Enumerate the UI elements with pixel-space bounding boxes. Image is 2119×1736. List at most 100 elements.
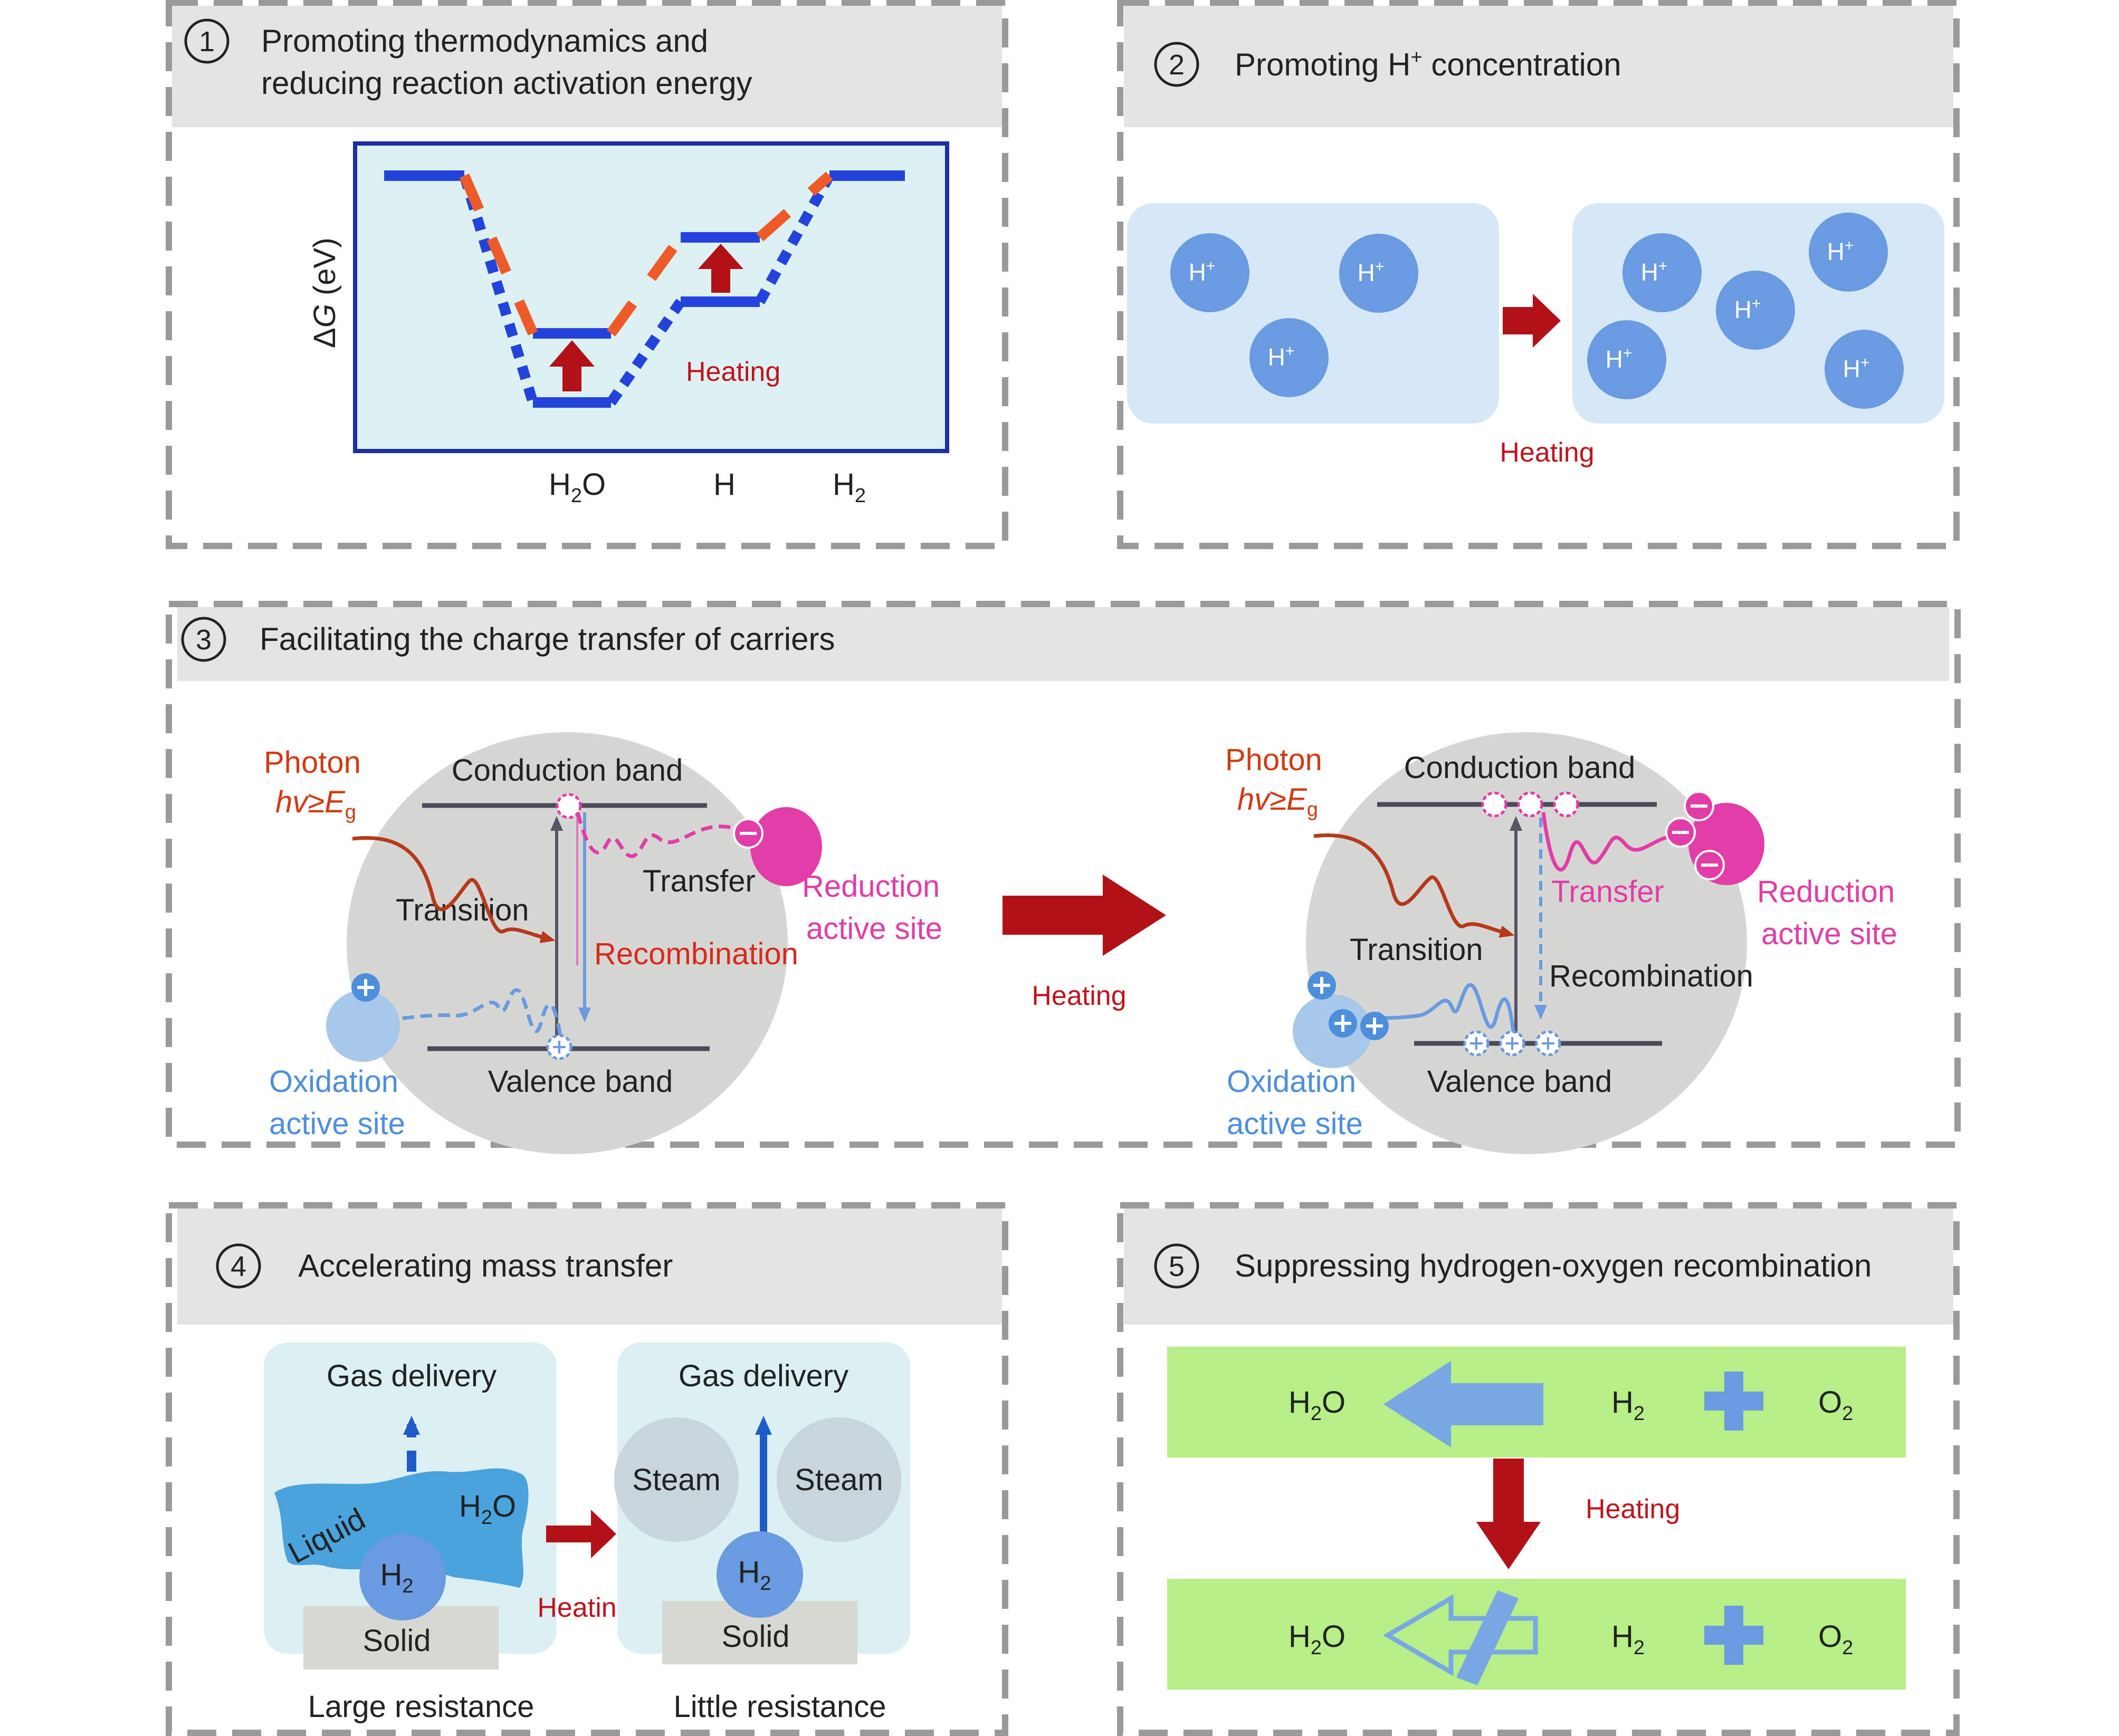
gas-delivery-label: Gas delivery: [327, 1359, 497, 1393]
panel-4-header: [177, 1209, 1002, 1325]
panel-1-title-line1: Promoting thermodynamics and: [261, 23, 708, 59]
panel-2-number: 2: [1169, 49, 1185, 81]
reduction-site-label-line1: Reduction: [802, 869, 940, 904]
panel-3-title: Facilitating the charge transfer of carr…: [260, 621, 835, 657]
h-ion: H+: [1809, 213, 1888, 292]
heating-right-arrow-icon: [546, 1510, 616, 1558]
transfer-label: Transfer: [643, 864, 756, 898]
solid-label: Solid: [722, 1619, 790, 1654]
heating-up-arrow-icon: [698, 244, 743, 293]
panel-1-border: [166, 0, 1008, 549]
semiconductor-before-heating: Conduction band Valence band Transition …: [264, 732, 942, 1154]
o2-label: O2: [1818, 1619, 1853, 1659]
energy-path-uncatalyzed: [459, 173, 834, 406]
energy-levels: [384, 170, 905, 408]
svg-text:H+: H+: [1843, 354, 1870, 382]
recombination-label: Recombination: [594, 937, 798, 971]
panel-5-border: [1117, 1202, 1960, 1736]
panel-3-number-circle: [181, 617, 226, 662]
panel-5-number: 5: [1169, 1251, 1185, 1282]
panel-5-title: Suppressing hydrogen-oxygen recombinatio…: [1235, 1248, 1872, 1283]
heating-right-arrow-icon: [1503, 294, 1561, 348]
oxidation-site-label-line1: Oxidation: [1227, 1064, 1356, 1099]
reverse-reaction-arrow-icon: [1383, 1361, 1543, 1447]
steam-bubble: [614, 1417, 739, 1542]
h2-bubble: [359, 1534, 446, 1620]
panel-3-charge-transfer: 3 Facilitating the charge transfer of ca…: [166, 601, 1961, 1154]
oxidation-site-label-line1: Oxidation: [269, 1064, 398, 1099]
panel-1-thermodynamics: 1 Promoting thermodynamics and reducing …: [166, 0, 1008, 549]
panel-3-header: [177, 607, 1949, 681]
panel-4-mass-transfer: 4 Accelerating mass transfer Gas deliver…: [166, 1202, 1008, 1736]
energy-diagram-box: [353, 141, 949, 453]
o2-label: O2: [1818, 1385, 1853, 1425]
water-label: H2O: [1288, 1385, 1345, 1425]
conduction-band-label: Conduction band: [1404, 751, 1636, 785]
electron-charge-icon: [1684, 791, 1714, 821]
steam-label: Steam: [632, 1463, 721, 1497]
h-ion: H+: [1622, 233, 1702, 312]
svg-text:H+: H+: [1827, 237, 1854, 265]
photon-wave-arrow: [352, 836, 556, 944]
photon-energy-label: hv≥Eg: [275, 785, 356, 823]
panel-2-header: [1124, 6, 1953, 127]
oxidation-active-site: [326, 990, 400, 1062]
svg-text:H+: H+: [1641, 257, 1668, 286]
h-ion: H+: [1170, 233, 1249, 312]
photon-wave-arrow: [1313, 833, 1515, 938]
panel-5-header: [1124, 1209, 1953, 1325]
little-resistance-label: Little resistance: [674, 1690, 886, 1724]
valence-band-label: Valence band: [488, 1064, 673, 1099]
electron-icon: [1553, 791, 1579, 818]
panel-1-header: [172, 6, 1002, 127]
semiconductor-after-heating: Conduction band Valence band Transition: [1225, 732, 1897, 1154]
photon-label: Photon: [264, 745, 361, 780]
hole-charge-icon: [1307, 971, 1336, 1000]
panel-4-border: [166, 1202, 1008, 1736]
panel-3-number: 3: [196, 624, 212, 656]
reduction-site-label-line1: Reduction: [1757, 875, 1895, 909]
conduction-band-label: Conduction band: [452, 753, 683, 788]
svg-text:H+: H+: [1734, 295, 1761, 323]
h2-label: H2: [380, 1558, 413, 1597]
water-label: H2O: [459, 1489, 516, 1529]
solution-before-heating: [1127, 203, 1499, 424]
hole-icon: [1535, 1030, 1561, 1057]
panel-1-number-circle: [184, 18, 230, 64]
electron-icon: [556, 793, 582, 819]
heating-up-arrow-icon: [549, 340, 595, 391]
semiconductor-particle: [1306, 732, 1747, 1154]
x-label-water: H2O: [549, 467, 606, 507]
blocked-reverse-arrow-icon: [1383, 1594, 1538, 1676]
panel-1-title-line2: reducing reaction activation energy: [261, 65, 752, 101]
h-ion: H+: [1249, 318, 1329, 397]
x-label-hydrogen-molecule: H2: [833, 467, 866, 507]
hole-charge-icon: [1360, 1012, 1389, 1040]
electron-icon: [1481, 791, 1507, 818]
svg-text:H+: H+: [1606, 344, 1633, 373]
h2-label: H2: [1611, 1619, 1645, 1659]
svg-text:H+: H+: [1268, 342, 1295, 371]
hole-transfer-path: [383, 988, 562, 1035]
hole-icon: [1499, 1030, 1525, 1057]
liquid-layer: [274, 1468, 529, 1588]
oxidation-site-label-line2: active site: [269, 1107, 405, 1141]
electron-charge-icon: [1694, 850, 1725, 880]
water-label: H2O: [1288, 1619, 1345, 1659]
transfer-label: Transfer: [1551, 875, 1664, 909]
panel-4-number: 4: [231, 1251, 246, 1282]
reduction-active-site: [750, 807, 822, 886]
panel-1-number: 1: [199, 26, 215, 57]
svg-text:H+: H+: [1358, 258, 1385, 286]
reduction-site-label-line2: active site: [1761, 917, 1897, 951]
h2-label: H2: [1611, 1385, 1645, 1425]
gas-delivery-label: Gas delivery: [679, 1359, 848, 1393]
svg-text:H+: H+: [1189, 257, 1216, 286]
electron-transfer-path: [576, 812, 755, 858]
steam-bubble: [777, 1417, 901, 1542]
hole-charge-icon: [1329, 1009, 1357, 1038]
block-slash-icon: [1456, 1590, 1519, 1685]
panel-4-title: Accelerating mass transfer: [298, 1248, 673, 1283]
panel-3-heating-label: Heating: [1032, 981, 1126, 1011]
